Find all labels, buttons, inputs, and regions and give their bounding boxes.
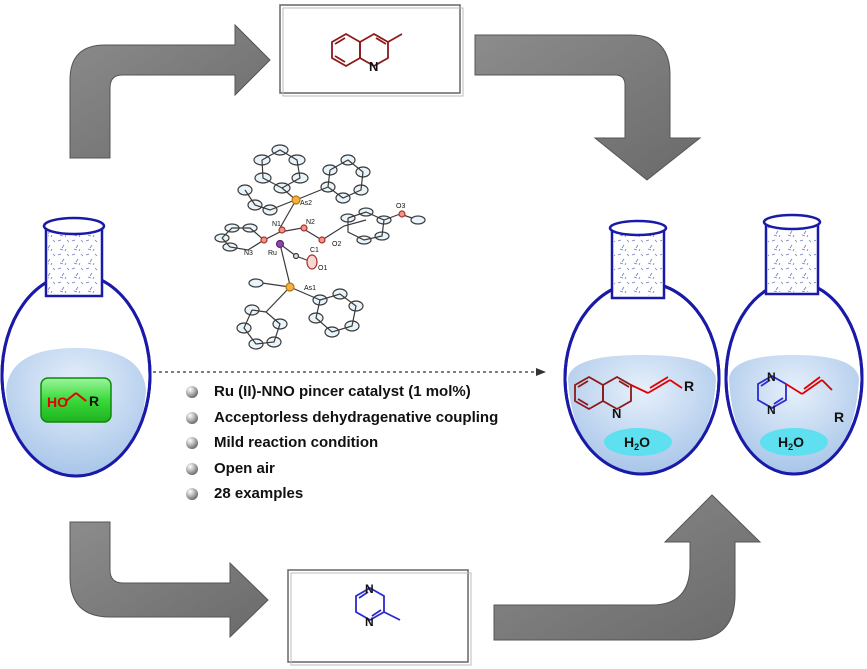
- phenyl-ring-upper-right: [320, 154, 371, 204]
- water-label-1: H2O: [624, 434, 650, 452]
- flask-product-quinoline: N R H2O: [563, 219, 721, 476]
- water-label-2: H2O: [778, 434, 804, 452]
- label-N1: N1: [272, 221, 281, 228]
- arrow-bottom-right: [493, 494, 762, 641]
- arrow-bottom-left: [69, 521, 269, 639]
- quinoline-N-label: N: [369, 59, 378, 74]
- bullet-icon: [186, 437, 198, 449]
- pyridine-ring: [214, 223, 266, 252]
- label-Ru: Ru: [268, 250, 277, 257]
- reactant-HO-label: HO: [47, 394, 68, 410]
- anisole-ring: [340, 207, 426, 245]
- flask-left: HO R: [0, 216, 152, 478]
- phenyl-ring-upper-left: [237, 184, 296, 216]
- label-C1: C1: [310, 247, 319, 254]
- bullet-icon: [186, 488, 198, 500]
- phenyl-ring-lower-right: [308, 288, 364, 338]
- quinoline-product-R: R: [684, 378, 694, 394]
- arrow-top-left: [69, 23, 271, 159]
- list-item: Open air: [186, 459, 498, 485]
- bullet-text: Open air: [214, 459, 275, 477]
- pyrazine-structure: [355, 586, 401, 622]
- pyrazine-product-N1: N: [767, 370, 776, 384]
- bullet-icon: [186, 386, 198, 398]
- list-item: Acceptorless dehydragenative coupling: [186, 408, 498, 434]
- label-As2: As2: [300, 200, 312, 207]
- label-O1: O1: [318, 265, 327, 272]
- reactant-box-pyrazine: N N: [287, 569, 472, 666]
- phenyl-ring-upper: [253, 144, 309, 194]
- bullet-text: Acceptorless dehydragenative coupling: [214, 408, 499, 426]
- label-As1: As1: [304, 285, 316, 292]
- bullet-text: Mild reaction condition: [214, 434, 379, 451]
- pyrazine-N2-label: N: [365, 615, 374, 629]
- flask-product-pyrazine: N N R H2O: [724, 213, 864, 476]
- reactant-box-quinoline: N: [279, 4, 464, 97]
- label-O3: O3: [396, 203, 405, 210]
- list-item: Mild reaction condition: [186, 433, 498, 459]
- label-N3: N3: [244, 250, 253, 257]
- bullet-text: Ru (II)-NNO pincer catalyst (1 mol%): [214, 383, 471, 400]
- crystal-structure: [214, 144, 426, 350]
- arrow-top-right: [474, 34, 702, 181]
- list-item: Ru (II)-NNO pincer catalyst (1 mol%): [186, 382, 498, 408]
- pyrazine-product-N2: N: [767, 403, 776, 417]
- reactant-R-label: R: [89, 393, 99, 409]
- phenyl-ring-lower-left: [236, 304, 288, 350]
- list-item: 28 examples: [186, 484, 498, 510]
- pyrazine-N1-label: N: [365, 582, 374, 596]
- label-N2: N2: [306, 219, 315, 226]
- pyrazine-product-R: R: [834, 409, 844, 425]
- bullet-icon: [186, 411, 198, 424]
- bullet-icon: [186, 462, 198, 475]
- quinoline-structure: [331, 32, 403, 68]
- bullet-text: 28 examples: [214, 485, 304, 502]
- dotted-reaction-arrow: [153, 368, 546, 376]
- quinoline-product-N: N: [612, 406, 621, 421]
- crystal-labels: As2 N1 N2 O3 C1 N3 Ru O2 O1 As1: [244, 200, 405, 292]
- label-O2: O2: [332, 241, 341, 248]
- conditions-list: Ru (II)-NNO pincer catalyst (1 mol%) Acc…: [186, 382, 498, 510]
